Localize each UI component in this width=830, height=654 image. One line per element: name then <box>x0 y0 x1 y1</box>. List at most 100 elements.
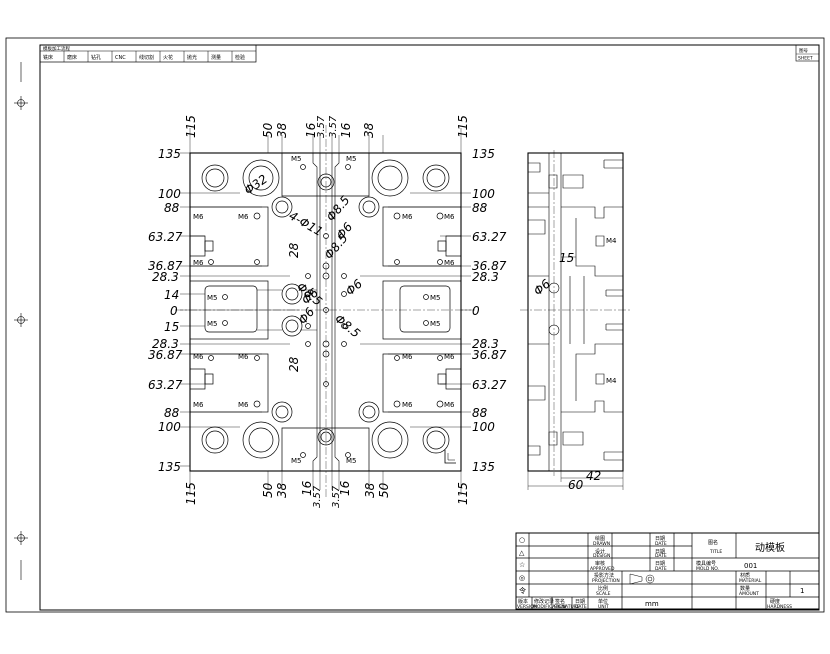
dim-left-100-b: 100 <box>158 420 181 434</box>
m6-label: M6 <box>238 401 249 409</box>
dim-bottom-16-b: 16 <box>338 480 352 496</box>
m5-label: M5 <box>291 457 302 465</box>
plate-outline <box>189 152 462 472</box>
m5-label: M5 <box>207 320 218 328</box>
process-table-title: 模板加工流程 <box>43 45 70 52</box>
sheet-box-cn: 图号 <box>799 48 808 54</box>
material-label-en: MATERIAL <box>739 578 762 584</box>
rev-date-en: DATE <box>575 604 587 610</box>
rev-symbol: 令 <box>519 586 526 595</box>
approved-label: 审核 <box>595 560 605 567</box>
corner-mark <box>444 450 456 464</box>
projection-label-en: PROJECTION <box>592 578 620 584</box>
date-label-en: DATE <box>655 566 667 572</box>
process-step-label: CNC <box>115 55 126 61</box>
dim-left-6327: 63.27 <box>148 230 183 244</box>
dim-bottom-38: 38 <box>275 482 289 498</box>
design-label-en: DESIGN <box>593 553 610 559</box>
dim-top-38: 38 <box>275 122 289 138</box>
dim-bottom-50-b: 50 <box>377 482 391 498</box>
dim-left-6327-b: 63.27 <box>148 378 183 392</box>
dim-right-6327: 63.27 <box>472 230 507 244</box>
drawn-label: 绘图 <box>595 535 605 542</box>
m5-label: M5 <box>430 320 441 328</box>
dia-32-label: Φ32 <box>242 172 270 198</box>
dim-left-3687: 36.87 <box>148 259 183 273</box>
dim-right-283: 28.3 <box>472 270 499 284</box>
dim-left-88: 88 <box>164 201 180 215</box>
dim-bottom-38-b: 38 <box>363 482 377 498</box>
date-label: 日期 <box>655 549 665 555</box>
m4-label: M4 <box>606 377 617 385</box>
unit-label-en: UNIT <box>598 604 609 610</box>
dim-right-3687-b: 36.87 <box>472 348 507 362</box>
mold-no-label-en: MOLD NO. <box>696 566 719 572</box>
hardness-label-en: HARDNESS <box>767 604 792 610</box>
rev-symbol: ☆ <box>519 561 525 569</box>
m5-label: M5 <box>346 155 357 163</box>
dim-left-283: 28.3 <box>152 270 179 284</box>
m6-label: M6 <box>193 213 204 221</box>
dim-top-115-right: 115 <box>456 115 470 138</box>
m6-label: M6 <box>193 401 204 409</box>
dim-left-283-b: 28.3 <box>152 337 179 351</box>
rev-symbol: ○ <box>519 536 525 544</box>
dim-left-3687-b: 36.87 <box>148 348 183 362</box>
date-label-en: DATE <box>655 553 667 559</box>
rev-modify: 修改记录 <box>534 598 554 605</box>
dim-left-135: 135 <box>158 147 181 161</box>
inner-border <box>39 44 820 611</box>
rev-version: 版本 <box>518 598 528 605</box>
rev-symbol: △ <box>519 549 525 557</box>
design-label: 设计 <box>595 548 605 555</box>
m6-label: M6 <box>238 353 249 361</box>
dim-left-100: 100 <box>158 187 181 201</box>
side-view <box>520 150 630 490</box>
dim-left-88-b: 88 <box>164 406 180 420</box>
dim-bottom-50: 50 <box>261 482 275 498</box>
title-block <box>515 532 820 610</box>
sheet-box: 图号 SHEET <box>795 44 820 62</box>
process-step-label: 测量 <box>211 54 221 61</box>
dim-42-label: 42 <box>586 469 601 483</box>
dim-top-16-b: 16 <box>339 122 353 138</box>
rev-version-en: VERSION <box>517 604 537 610</box>
dim-left-14: 14 <box>164 288 179 302</box>
dim-right-100: 100 <box>472 187 495 201</box>
top-pocket <box>281 153 370 197</box>
process-step-label: 抛光 <box>187 54 197 61</box>
rev-sign: 签名 <box>555 598 565 605</box>
dia-85-label: Φ8.5 <box>332 312 363 341</box>
center-channel <box>312 153 340 471</box>
approved-label-en: APPROVED <box>590 566 615 572</box>
m6-label: M6 <box>238 213 249 221</box>
dia-6-side-label: Φ6 <box>531 276 553 298</box>
m6-label: M6 <box>193 259 204 267</box>
dia-6-label: Φ6 <box>296 305 318 327</box>
material-label: 材质 <box>740 572 750 579</box>
dim-right-0: 0 <box>472 304 480 318</box>
m6-label: M6 <box>444 353 455 361</box>
process-step-label: 检验 <box>235 54 245 61</box>
dim-right-135-b: 135 <box>472 460 495 474</box>
outer-border <box>5 37 825 613</box>
hardness-label: 硬度 <box>770 598 780 605</box>
dim-left-0: 0 <box>170 304 178 318</box>
m5-label: M5 <box>430 294 441 302</box>
qty-label: 数量 <box>740 585 750 592</box>
projection-label: 投影方法 <box>594 572 614 579</box>
dim-bottom-115-left: 115 <box>184 482 198 505</box>
m6-label: M6 <box>402 213 413 221</box>
m4-label: M4 <box>606 237 617 245</box>
dim-right-283-b: 28.3 <box>472 337 499 351</box>
m5-label: M5 <box>207 294 218 302</box>
process-step-label: 钻孔 <box>91 54 101 61</box>
dim-right-88: 88 <box>472 201 488 215</box>
qty-label-en: AMOUNT <box>739 591 759 597</box>
front-view <box>175 125 475 498</box>
m6-label: M6 <box>444 401 455 409</box>
dim-top-357-a: 3.57 <box>316 115 327 138</box>
bottom-pocket <box>281 427 370 471</box>
qty-value: 1 <box>800 587 804 595</box>
